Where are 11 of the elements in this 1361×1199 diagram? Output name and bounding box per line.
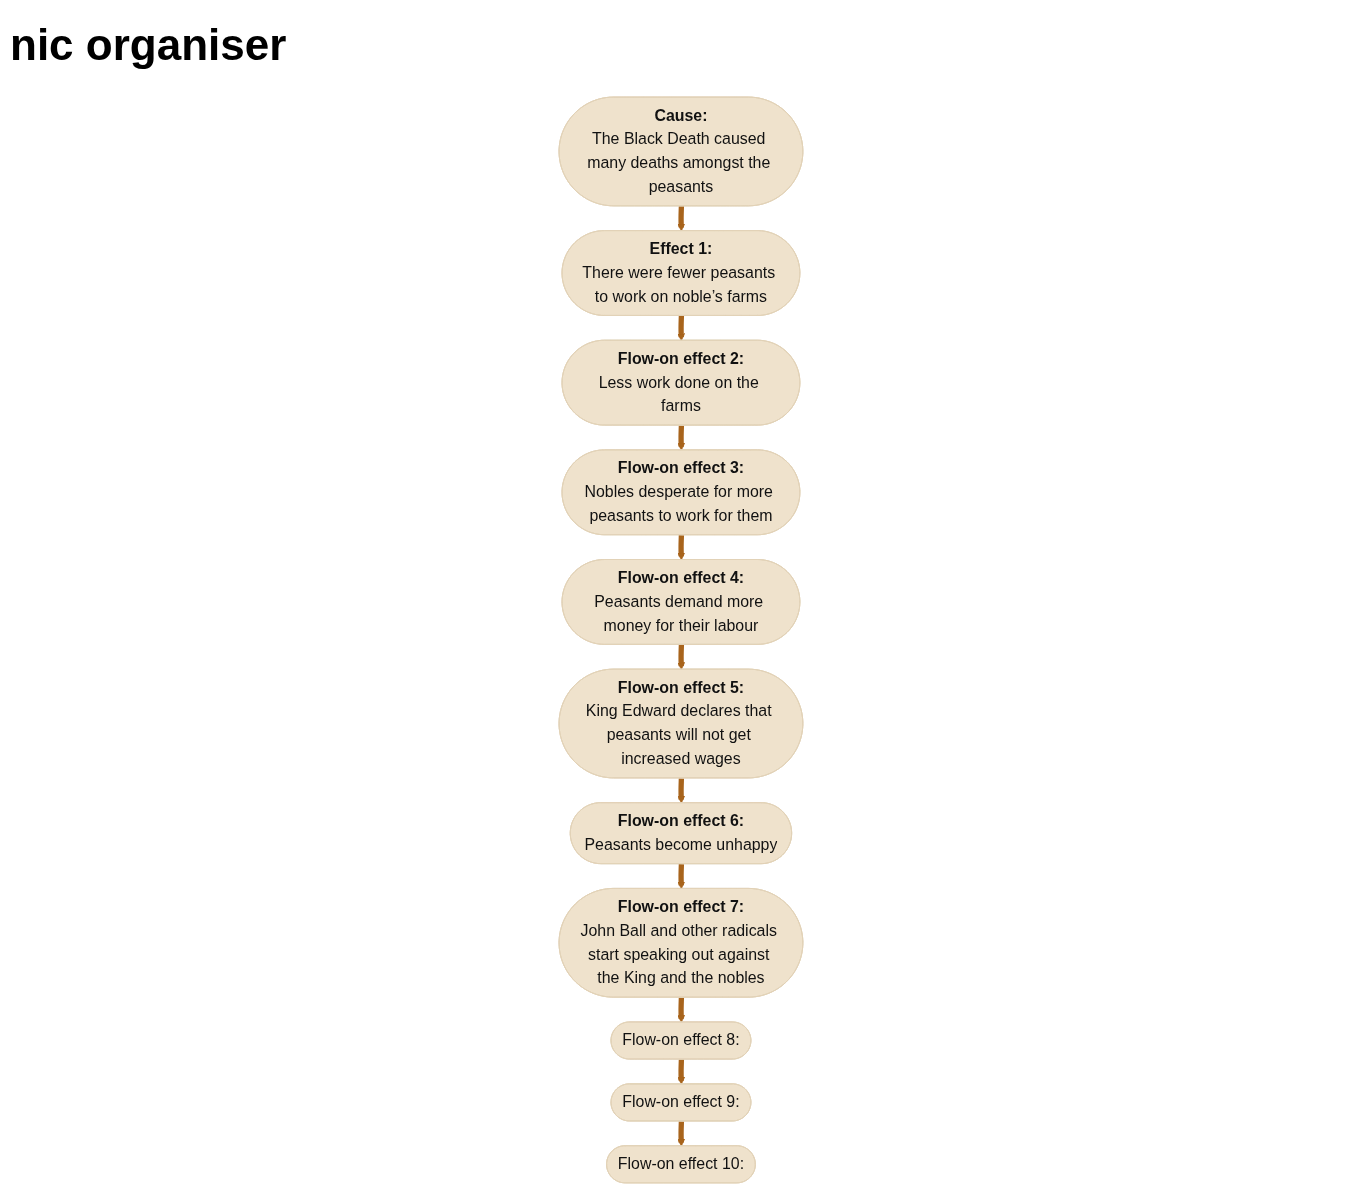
arrow [676, 1120, 685, 1147]
arrow [676, 777, 685, 804]
title: nic organiser [10, 20, 287, 70]
arrow [676, 863, 685, 890]
arrow [676, 424, 685, 451]
arrow [676, 644, 685, 670]
arrow [676, 534, 685, 561]
arrow [676, 315, 685, 342]
arrow [676, 205, 685, 232]
arrow [676, 1058, 685, 1085]
arrow [676, 996, 685, 1023]
